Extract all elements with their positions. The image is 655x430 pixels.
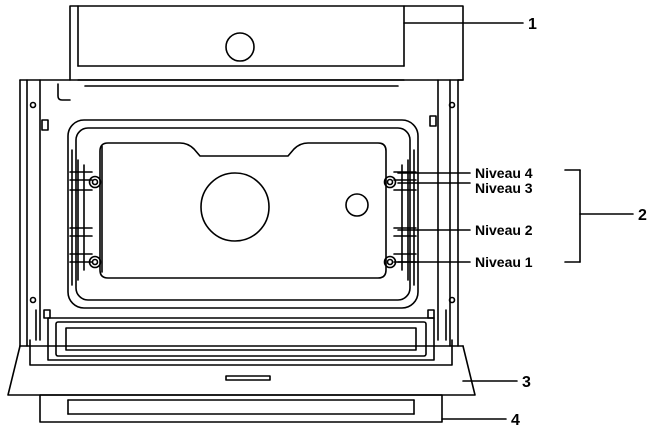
level-label-3: Niveau 3 (475, 180, 533, 196)
oven-door (7, 309, 476, 396)
left-shelf-rails (69, 149, 102, 286)
bottom-trim (39, 394, 443, 423)
control-panel (69, 5, 464, 81)
callout-4: 4 (511, 412, 520, 429)
callout-1: 1 (528, 16, 537, 33)
callout-2: 2 (638, 207, 647, 224)
callout-3: 3 (522, 374, 531, 391)
control-knob-icon (225, 32, 255, 62)
oven-cavity (67, 119, 419, 309)
level-label-4: Niveau 4 (475, 165, 533, 181)
level-label-2: Niveau 2 (475, 222, 533, 238)
oven-housing (19, 79, 464, 347)
lamp-icon (345, 193, 369, 217)
level-label-1: Niveau 1 (475, 254, 533, 270)
right-shelf-rails (383, 149, 417, 286)
leader-lines (397, 22, 634, 420)
fan-icon (200, 172, 270, 242)
